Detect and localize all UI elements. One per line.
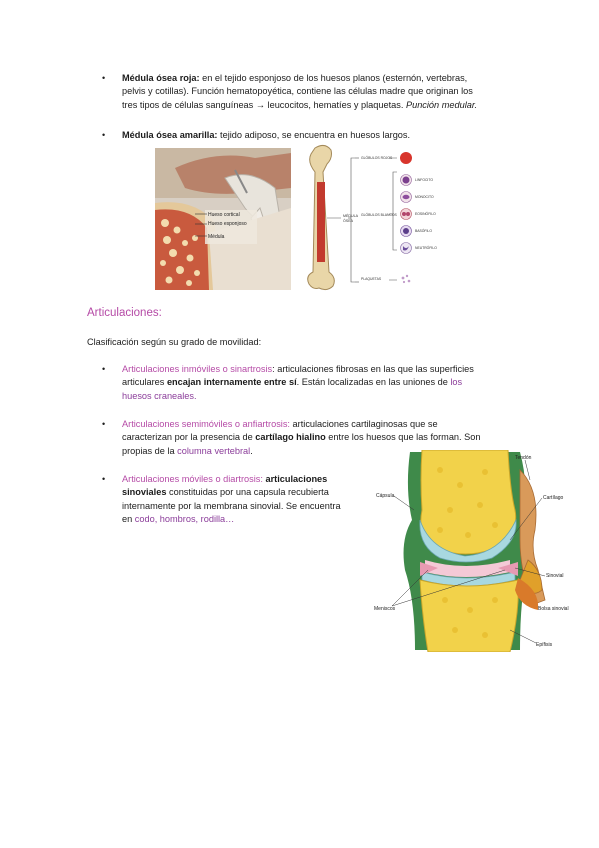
term-sinartrosis: Articulaciones inmóviles o sinartrosis [122, 364, 273, 374]
bold-encajan: encajan internamente entre sí [166, 377, 297, 388]
highlight-los: los [450, 377, 463, 388]
text-line: caracterizan por la presencia de [122, 432, 256, 443]
bullet-dot: • [102, 130, 106, 140]
text-line: articulares [122, 377, 167, 388]
label-cartilago: Cartílago [543, 495, 564, 501]
text-line: pelvis y cotillas). Función hematopoyéti… [122, 86, 473, 97]
label-hueso-cortical: Hueso cortical [208, 212, 240, 218]
text-line: propias de la [122, 445, 178, 456]
bullet-dot: • [102, 73, 106, 83]
label-globulos-rojos: GLÓBULOS ROJOS [361, 155, 393, 160]
bone-marrow-photo: Hueso cortical Hueso esponjoso Médula [155, 148, 291, 290]
label-medula: Médula [208, 234, 225, 240]
text-line: en [122, 514, 135, 525]
label-plaquetas: PLAQUETAS [361, 277, 382, 281]
bold-sinoviales: sinoviales [122, 487, 167, 498]
label-meniscos: Meniscos [374, 606, 396, 612]
label-neutrofilo: NEUTRÓFILO [415, 245, 437, 250]
bone-marrow-illustration: Hueso cortical Hueso esponjoso Médula [155, 148, 291, 290]
bold-cartilago-hialino: cartílago hialino [255, 432, 326, 443]
text-line: : articulaciones fibrosas en las que las… [272, 364, 474, 374]
bullet-dot: • [102, 364, 106, 374]
label-tendon: Tendón [515, 455, 532, 461]
bullet-diartrosis: • Articulaciones móviles o diartrosis: a… [102, 473, 367, 527]
highlight-columna-vertebral: columna vertebral [177, 445, 251, 456]
label-bolsa-sinovial: Bolsa sinovial [538, 606, 569, 612]
femur-blood-cells-illustration: MÉDULA ÓSEA GLÓBULOS ROJOS GLÓBULOS BLAN… [293, 142, 443, 294]
text-line: tejido adiposo, se encuentra en huesos l… [217, 130, 411, 140]
clasificacion-text: Clasificación según su grado de movilida… [87, 337, 262, 347]
femur-diagram: MÉDULA ÓSEA GLÓBULOS ROJOS GLÓBULOS BLAN… [293, 142, 443, 294]
text-line: . [250, 445, 253, 456]
label-medula-osea-2: ÓSEA [343, 218, 354, 223]
text-line: en el tejido esponjoso de los huesos pla… [199, 73, 468, 83]
label-monocito: MONOCITO [415, 195, 434, 199]
bullet-medula-roja: • Médula ósea roja: en el tejido esponjo… [102, 72, 522, 112]
term-medula-amarilla: Médula ósea amarilla: [122, 130, 218, 140]
label-sinovial: Sinovial [546, 573, 564, 579]
text-line: tres tipos de células sanguíneas → leuco… [122, 99, 406, 110]
bullet-medula-amarilla: • Médula ósea amarilla: tejido adiposo, … [102, 129, 522, 142]
text-line: internamente por la membrana sinovial. S… [122, 500, 341, 511]
text-line: entre los huesos que las forman. Son [325, 432, 481, 443]
label-linfocito: LINFOCITO [415, 178, 433, 182]
label-capsula: Cápsula [376, 493, 395, 499]
label-eosinofilo: EOSINÓFILO [415, 211, 436, 216]
italic-puncion: Punción medular. [405, 99, 478, 110]
bullet-anfiartrosis: • Articulaciones semimóviles o anfiartro… [102, 418, 522, 458]
text-line: constituidas por una capsula recubierta [166, 487, 329, 498]
term-anfiartrosis: Articulaciones semimóviles o anfiartrosi… [122, 419, 290, 429]
knee-joint-diagram: Tendón Cápsula Cartílago Sinovial Menisc… [370, 450, 578, 652]
knee-joint-illustration: Tendón Cápsula Cartílago Sinovial Menisc… [370, 450, 578, 652]
label-epifisis: Epífisis [536, 642, 553, 648]
label-hueso-esponjoso: Hueso esponjoso [208, 221, 247, 227]
section-heading-articulaciones: Articulaciones: [87, 307, 162, 319]
highlight-codo-hombros-rodilla: codo, hombros, rodilla [134, 514, 226, 525]
text-ellipsis: … [225, 514, 235, 525]
label-globulos-blancos: GLÓBULOS BLANCOS [361, 212, 398, 217]
bullet-dot: • [102, 474, 106, 484]
text-line: . Están localizadas en las uniones de [296, 377, 451, 388]
bold-articulaciones: articulaciones [262, 474, 328, 484]
term-medula-roja: Médula ósea roja: [122, 73, 200, 83]
bullet-sinartrosis: • Articulaciones inmóviles o sinartrosis… [102, 363, 522, 403]
text-line: articulaciones cartilaginosas que se [290, 419, 438, 429]
label-basofilo: BASÓFILO [415, 228, 432, 233]
highlight-huesos-craneales: huesos craneales. [122, 390, 197, 401]
bullet-dot: • [102, 419, 106, 429]
term-diartrosis: Articulaciones móviles o diartrosis: [122, 474, 263, 484]
